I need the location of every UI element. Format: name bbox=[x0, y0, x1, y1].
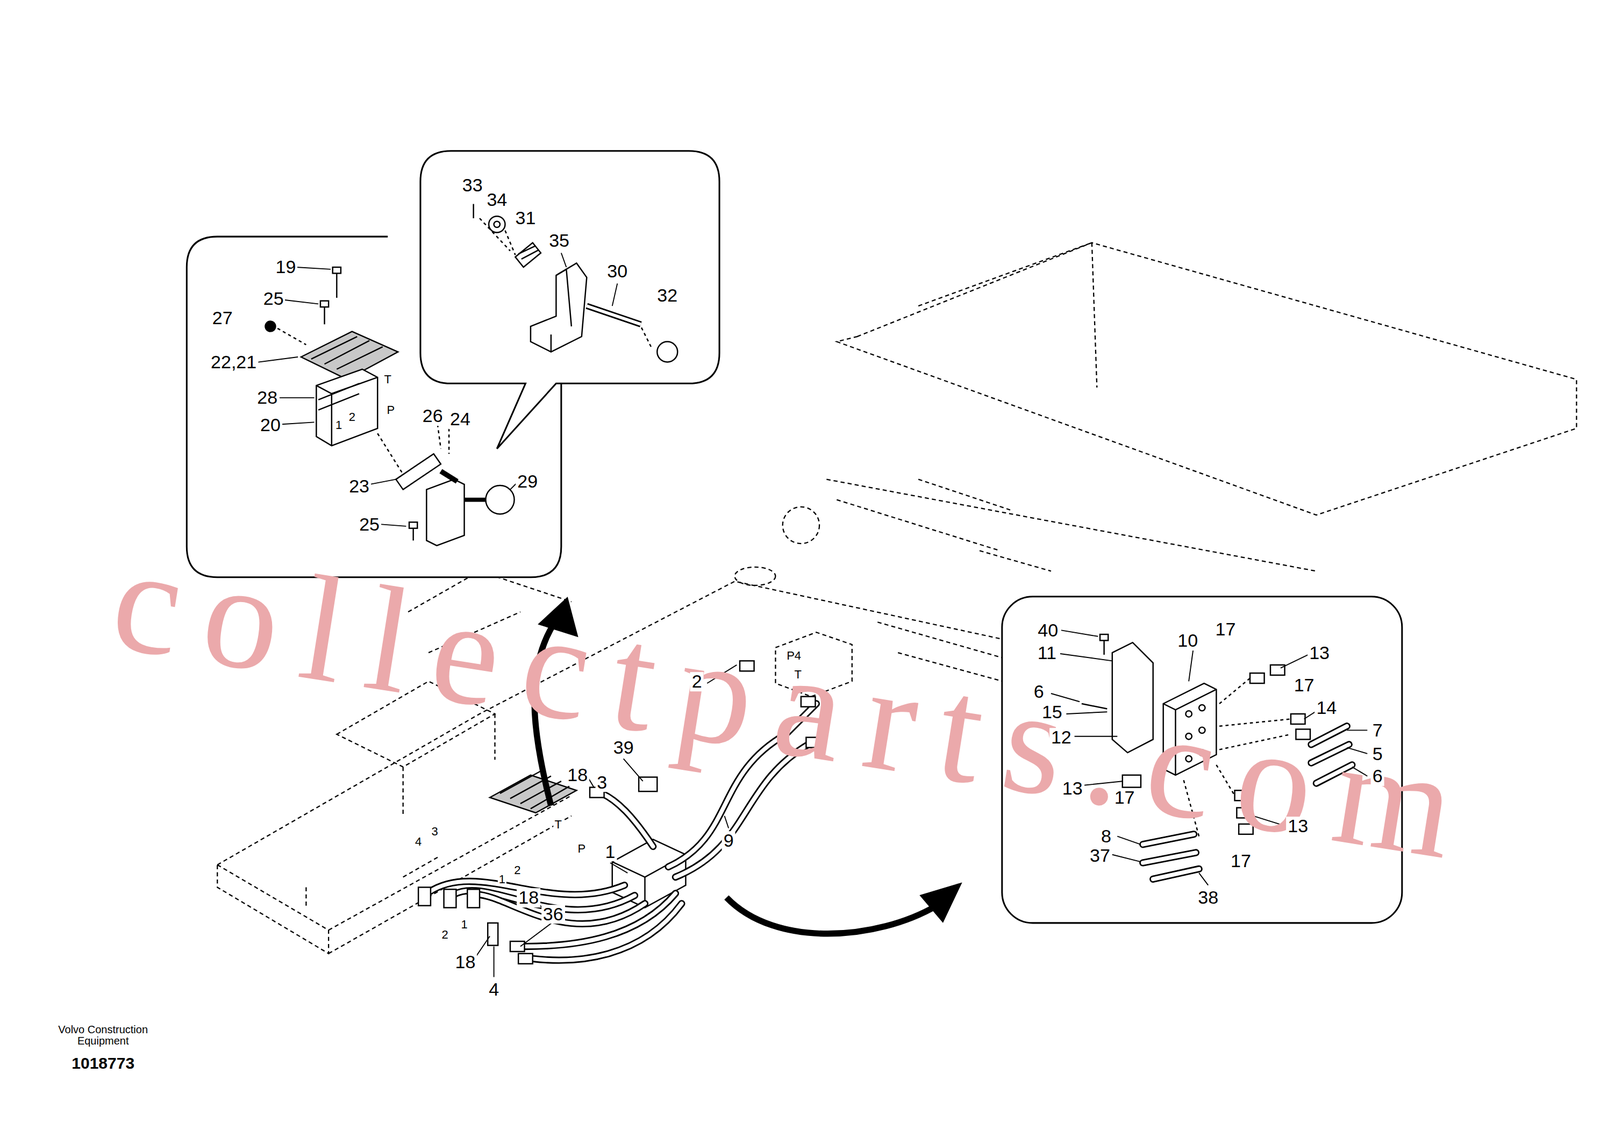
drawing-number: 1018773 bbox=[71, 1054, 135, 1073]
callout-number: 9 bbox=[722, 831, 736, 851]
port-marking: 2 bbox=[440, 928, 449, 941]
callout-number: 17 bbox=[1292, 676, 1317, 696]
pedal-valve-parts bbox=[251, 267, 517, 546]
callout-number: 12 bbox=[1049, 727, 1074, 748]
callout-number: 37 bbox=[1088, 846, 1112, 867]
callout-number: 7 bbox=[1370, 720, 1385, 741]
callout-number: 23 bbox=[347, 476, 371, 497]
port-marking: T bbox=[793, 668, 803, 681]
callout-number: 39 bbox=[611, 738, 636, 758]
callout-number: 10 bbox=[1175, 631, 1200, 651]
watermark: collectparts.com bbox=[103, 518, 1489, 890]
callout-number: 13 bbox=[1307, 643, 1332, 663]
callout-number: 30 bbox=[605, 261, 630, 282]
port-marking: 1 bbox=[334, 419, 344, 432]
callout-number: 32 bbox=[655, 286, 680, 306]
port-marking: T bbox=[382, 373, 392, 386]
port-marking: T bbox=[553, 818, 563, 831]
callout-number: 17 bbox=[1229, 851, 1253, 871]
callout-number: 14 bbox=[1314, 698, 1339, 718]
port-marking: 1 bbox=[459, 918, 469, 931]
callout-number: 25 bbox=[261, 289, 286, 309]
callout-number: 35 bbox=[547, 231, 571, 251]
callout-number: 11 bbox=[1036, 643, 1059, 663]
callout-number: 28 bbox=[255, 388, 280, 408]
callout-number: 18 bbox=[516, 888, 541, 908]
port-marking: P bbox=[386, 403, 397, 417]
port-marking: P bbox=[576, 843, 587, 856]
callout-number: 8 bbox=[1099, 826, 1113, 847]
callout-number: 34 bbox=[484, 190, 509, 210]
bracket-parts bbox=[473, 203, 678, 362]
callout-number: 18 bbox=[565, 766, 590, 786]
callout-number: 17 bbox=[1213, 619, 1238, 640]
callout-number: 4 bbox=[487, 980, 501, 1000]
callout-number: 19 bbox=[274, 257, 298, 277]
port-marking: 4 bbox=[413, 835, 423, 848]
port-marking: P4 bbox=[785, 650, 803, 663]
callout-number: 29 bbox=[515, 472, 540, 492]
callout-number: 15 bbox=[1040, 702, 1064, 723]
callout-number: 6 bbox=[1370, 767, 1385, 787]
port-marking: 1 bbox=[497, 873, 507, 886]
port-marking: 2 bbox=[347, 411, 357, 424]
callout-number: 13 bbox=[1286, 817, 1310, 837]
callout-number: 17 bbox=[1112, 788, 1137, 808]
callout-number: 40 bbox=[1036, 620, 1060, 641]
callout-number: 22,21 bbox=[209, 352, 259, 373]
callout-number: 38 bbox=[1196, 888, 1220, 908]
callout-number: 1 bbox=[603, 842, 618, 862]
callout-number: 3 bbox=[595, 773, 609, 793]
callout-number: 26 bbox=[420, 406, 445, 427]
callout-number: 6 bbox=[1032, 682, 1046, 702]
callout-number: 31 bbox=[513, 208, 538, 228]
callout-number: 5 bbox=[1370, 744, 1385, 764]
callout-number: 24 bbox=[448, 409, 473, 430]
callout-number: 27 bbox=[210, 308, 235, 328]
callout-number: 36 bbox=[541, 904, 566, 925]
port-marking: 2 bbox=[512, 863, 522, 877]
callout-number: 2 bbox=[690, 672, 704, 692]
callout-number: 33 bbox=[460, 176, 485, 196]
maker-name: Volvo Construction Equipment bbox=[36, 1024, 171, 1047]
callout-number: 25 bbox=[357, 515, 382, 535]
callout-number: 13 bbox=[1060, 779, 1085, 799]
port-marking: 3 bbox=[430, 825, 439, 838]
callout-number: 20 bbox=[258, 416, 283, 436]
callout-number: 18 bbox=[453, 952, 478, 973]
